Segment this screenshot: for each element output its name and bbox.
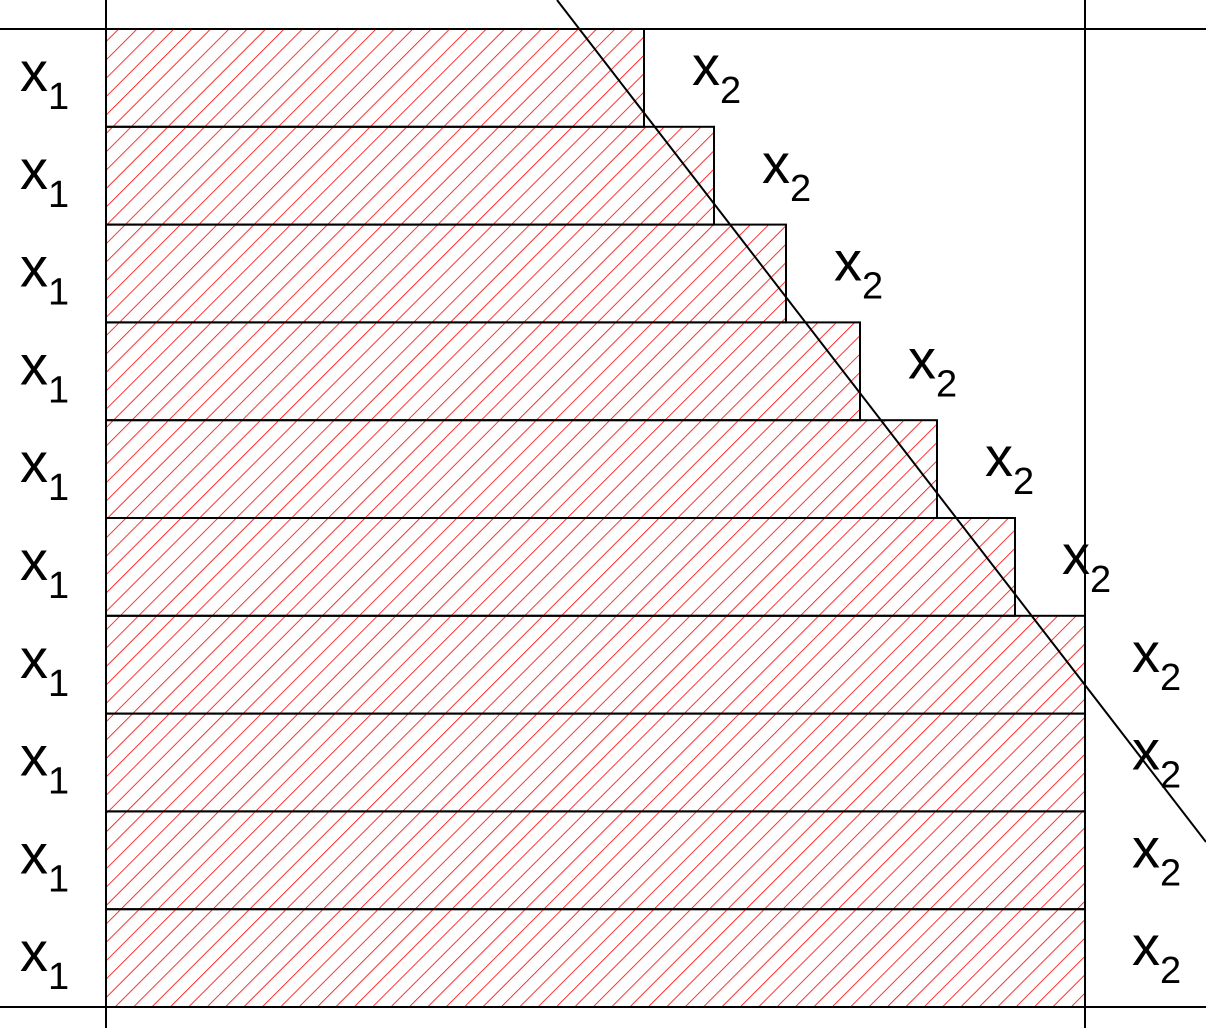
left-variable-label: x1 [20,431,69,509]
hatched-bar [105,614,1086,715]
left-variable-subscript: 1 [48,369,69,411]
right-variable-subscript: 2 [1090,559,1111,601]
left-variable-base: x [20,138,48,201]
right-variable-base: x [834,230,862,293]
left-variable-label: x1 [20,822,69,900]
right-variable-subscript: 2 [720,70,741,112]
left-variable-base: x [20,627,48,690]
right-variable-label: x2 [1132,719,1181,797]
left-variable-subscript: 1 [48,761,69,803]
left-variable-base: x [20,822,48,885]
right-variable-subscript: 2 [1160,950,1181,992]
right-variable-base: x [1132,621,1160,684]
left-variable-subscript: 1 [48,467,69,509]
left-variable-base: x [20,725,48,788]
left-variable-subscript: 1 [48,272,69,314]
right-variable-base: x [908,327,936,390]
left-variable-base: x [20,236,48,299]
right-variable-subscript: 2 [790,168,811,210]
right-variable-base: x [1132,719,1160,782]
right-variable-subscript: 2 [1160,852,1181,894]
left-variable-base: x [20,333,48,396]
right-variable-label: x2 [1132,621,1181,699]
hatched-bar [105,712,1086,813]
left-variable-subscript: 1 [48,956,69,998]
left-variable-label: x1 [20,138,69,216]
right-variable-subscript: 2 [862,266,883,308]
left-variable-subscript: 1 [48,663,69,705]
right-variable-label: x2 [908,327,957,405]
left-variable-label: x1 [20,725,69,803]
left-variable-label: x1 [20,236,69,314]
right-variable-label: x2 [1132,816,1181,894]
left-variable-base: x [20,529,48,592]
right-variable-label: x2 [834,230,883,308]
hatched-bar [105,223,787,324]
hatched-bar [105,517,1016,617]
hatched-bar [105,125,715,226]
right-variable-subscript: 2 [936,363,957,405]
hatched-bar [105,419,938,520]
diagonal-line [556,0,1206,843]
right-variable-label: x2 [1062,523,1111,601]
right-variable-base: x [985,425,1013,488]
hatched-bar [105,321,861,422]
hatched-bar [105,908,1086,1009]
left-variable-label: x1 [20,333,69,411]
right-variable-base: x [1132,914,1160,977]
right-variable-subscript: 2 [1160,657,1181,699]
right-variable-base: x [1062,523,1090,586]
right-variable-base: x [762,132,790,195]
left-variable-base: x [20,431,48,494]
left-variable-label: x1 [20,529,69,607]
left-variable-label: x1 [20,40,69,118]
right-variable-label: x2 [762,132,811,210]
left-variable-subscript: 1 [48,174,69,216]
left-variable-label: x1 [20,627,69,705]
left-variable-base: x [20,920,48,983]
right-variable-base: x [692,34,720,97]
hatched-bar [105,810,1086,911]
right-variable-subscript: 2 [1013,461,1034,503]
right-variable-subscript: 2 [1160,755,1181,797]
left-variable-subscript: 1 [48,858,69,900]
hatched-bar [105,28,645,128]
left-variable-subscript: 1 [48,565,69,607]
right-variable-label: x2 [1132,914,1181,992]
right-variable-label: x2 [692,34,741,112]
left-variable-label: x1 [20,920,69,998]
right-variable-label: x2 [985,425,1034,503]
left-variable-subscript: 1 [48,76,69,118]
right-variable-base: x [1132,816,1160,879]
left-variable-base: x [20,40,48,103]
